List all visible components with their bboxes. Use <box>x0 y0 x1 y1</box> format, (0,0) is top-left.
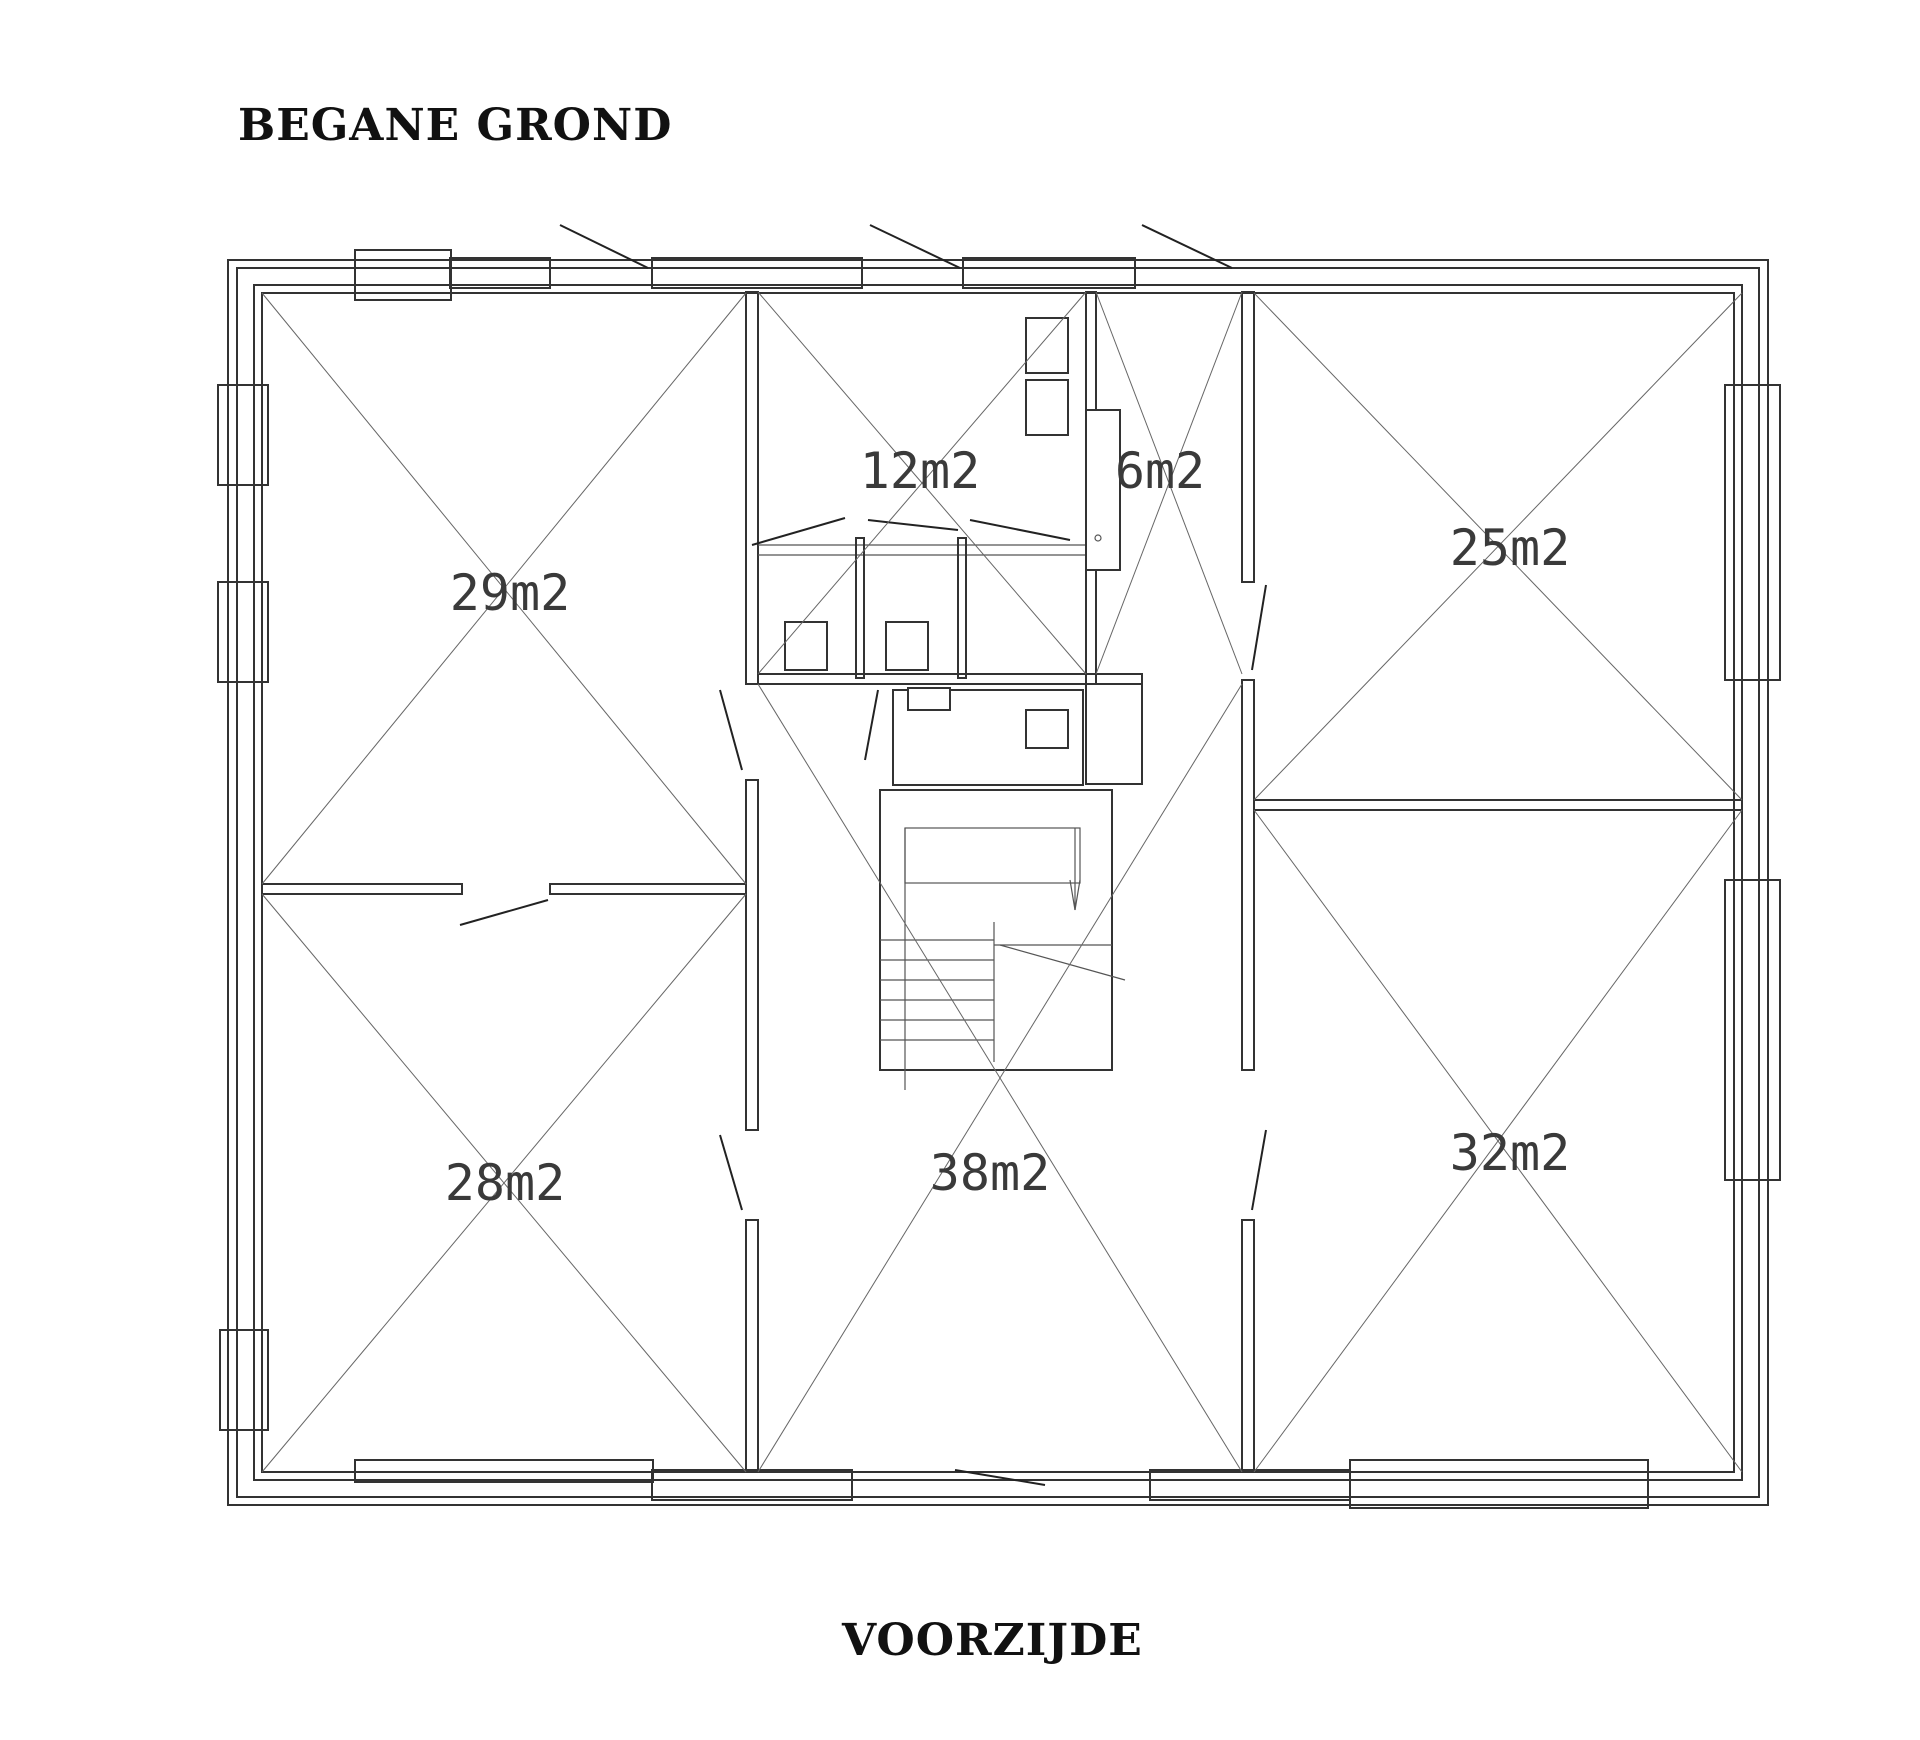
room-area-32: 32m2 <box>1450 1124 1570 1182</box>
exterior-walls <box>227 259 1769 1506</box>
room-area-12: 12m2 <box>860 442 980 500</box>
room-area-29: 29m2 <box>450 564 570 622</box>
staircase <box>880 827 1126 1090</box>
room-area-38: 38m2 <box>930 1144 1050 1202</box>
windows <box>217 249 1781 1509</box>
front-side-label: VOORZIJDE <box>842 1615 1143 1666</box>
room-area-25: 25m2 <box>1450 519 1570 577</box>
doors <box>459 224 1267 1486</box>
interior-walls <box>261 291 1743 1473</box>
room-diagonals <box>261 291 1743 1473</box>
room-area-6: 6m2 <box>1115 442 1205 500</box>
fixtures <box>784 317 1121 749</box>
floor-plan-title: BEGANE GROND <box>238 100 673 151</box>
room-area-28: 28m2 <box>445 1154 565 1212</box>
